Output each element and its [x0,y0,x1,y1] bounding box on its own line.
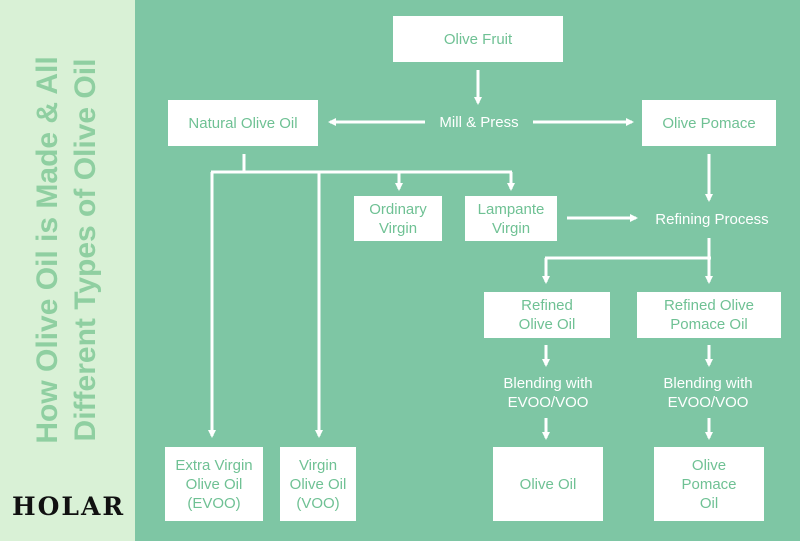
node-mill-press: Mill & Press [439,113,519,131]
node-blending-2: Blending with EVOO/VOO [663,375,753,411]
node-ordinary-virgin: Ordinary Virgin [354,196,442,241]
node-olive-oil: Olive Oil [493,447,603,521]
node-refined-olive-oil: Refined Olive Oil [484,292,610,338]
node-refined-olive-pomace-oil: Refined Olive Pomace Oil [637,292,781,338]
node-lampante-virgin: Lampante Virgin [465,196,557,241]
node-virgin-olive-oil: Virgin Olive Oil (VOO) [280,447,356,521]
sidebar: How Olive Oil is Made & All Different Ty… [0,0,135,541]
node-blending-1: Blending with EVOO/VOO [503,375,593,411]
node-olive-pomace-oil: Olive Pomace Oil [654,447,764,521]
node-olive-pomace: Olive Pomace [642,100,776,146]
node-olive-fruit: Olive Fruit [393,16,563,62]
holar-logo: HOLAR [12,492,126,521]
node-extra-virgin-olive-oil: Extra Virgin Olive Oil (EVOO) [165,447,263,521]
node-natural-olive-oil: Natural Olive Oil [168,100,318,146]
node-refining-process: Refining Process [655,210,769,228]
